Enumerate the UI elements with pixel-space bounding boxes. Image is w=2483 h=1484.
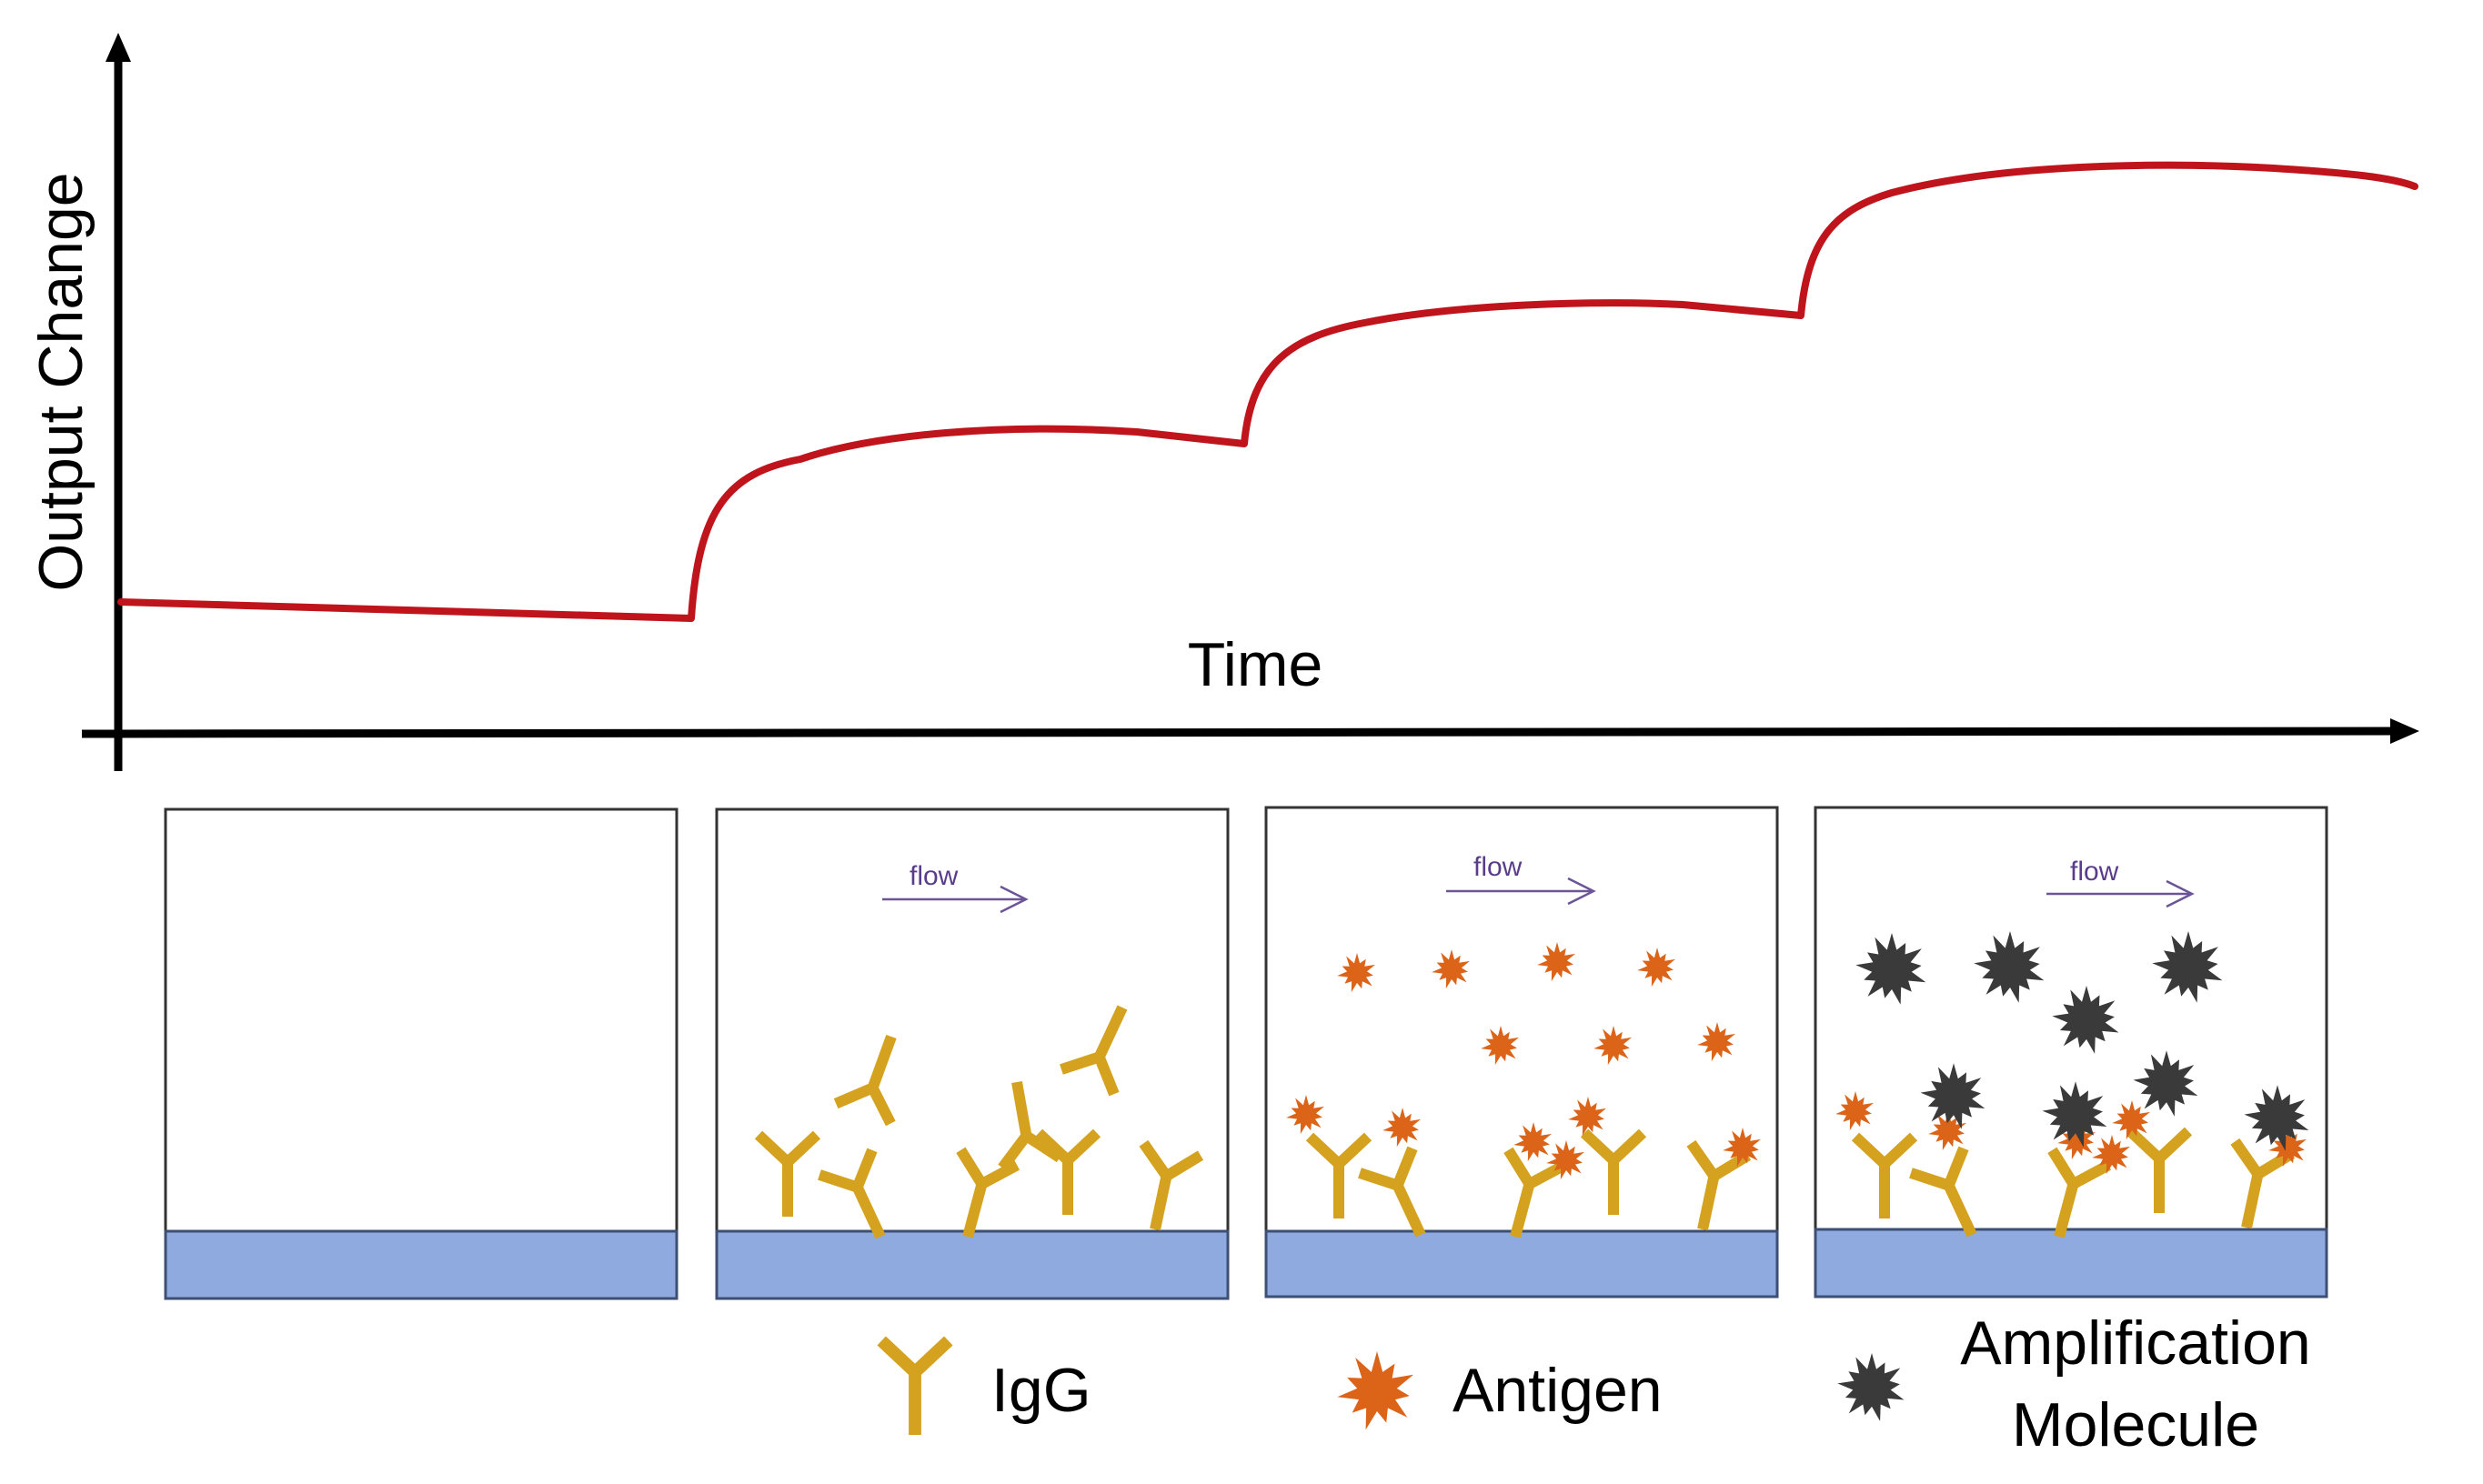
igg-antibody-icon [1139, 1139, 1204, 1231]
panel-4-antibodies [1851, 1127, 2296, 1238]
antigen-icon [1697, 1022, 1735, 1062]
panel-2-substrate [715, 1229, 1230, 1300]
antigen-icon [2092, 1135, 2130, 1175]
antigen-icon [1568, 1097, 1606, 1137]
panel-2: flow [715, 807, 1230, 1300]
axes: Time Output Change [26, 33, 2419, 771]
panel-3: flow [1264, 806, 1779, 1298]
amplification-molecule-icon [2152, 931, 2223, 1003]
legend-antigen-label: Antigen [1453, 1356, 1663, 1425]
x-axis [81, 727, 2395, 738]
antigen-icon [1337, 1351, 1413, 1430]
panel-1-frame [164, 807, 679, 1300]
igg-antibody-icon [2047, 1147, 2112, 1238]
antigen-icon [1835, 1091, 1874, 1131]
igg-antibody-icon [1034, 1128, 1101, 1215]
panel-4-substrate [1814, 1228, 2328, 1298]
antigen-icon [1637, 948, 1675, 988]
panel-2-antibodies [754, 1005, 1204, 1239]
panel-1 [164, 807, 679, 1300]
antigen-icon [1928, 1111, 1966, 1151]
antigen-icon [1337, 1351, 1413, 1430]
antigen-icon [1382, 1108, 1421, 1148]
panel-4: flow [1814, 806, 2328, 1298]
legend-amplification-line1: Amplification [1960, 1309, 2311, 1378]
flow-arrow-icon [1446, 877, 1596, 906]
amplification-molecule-icon [2042, 1081, 2107, 1148]
antigen-icon [2112, 1100, 2150, 1140]
flow-arrow-icon [2046, 879, 2195, 908]
igg-antibody-icon [956, 1147, 1020, 1238]
panel-3-substrate [1264, 1229, 1779, 1298]
antigen-icon [2057, 1120, 2096, 1160]
igg-antibody-icon [1060, 1005, 1128, 1097]
amplification-molecule-icon [2244, 1085, 2309, 1151]
amplification-molecule-icon [1837, 1353, 1905, 1421]
amplification-molecule-icon [1974, 931, 2045, 1003]
igg-antibody-icon [1358, 1146, 1426, 1238]
igg-antibody-icon [2126, 1127, 2193, 1213]
antigen-icon [1723, 1128, 1761, 1168]
response-curve [117, 161, 2418, 622]
panel-3-flow-label: flow [1473, 852, 1523, 882]
antigen-icon [1513, 1122, 1552, 1162]
legend-igg-label: IgG [991, 1356, 1091, 1425]
igg-antibody-icon [754, 1130, 821, 1217]
panel-3-antibodies [1305, 1128, 1752, 1238]
antigen-icon [1432, 949, 1470, 989]
antigen-icon [1481, 1026, 1519, 1066]
flow-arrow-icon [882, 885, 1029, 914]
igg-antibody-icon [818, 1148, 886, 1239]
antigen-icon [1546, 1140, 1584, 1180]
igg-antibody-icon [1851, 1132, 1918, 1218]
igg-antibody-icon [1305, 1132, 1372, 1218]
igg-antibody-icon [877, 1336, 953, 1435]
panel-3-antigens [1286, 942, 1761, 1180]
antigen-icon [1593, 1026, 1632, 1066]
legend-amplification-line2: Molecule [2012, 1390, 2259, 1459]
panel-4-antigens [1835, 1091, 2307, 1175]
igg-antibody-icon [1909, 1146, 1977, 1238]
amplification-molecule-icon [1920, 1063, 1985, 1129]
y-axis-label: Output Change [26, 172, 96, 591]
igg-antibody-icon [1686, 1139, 1752, 1231]
antigen-icon [1337, 953, 1375, 993]
x-axis-label: Time [1188, 630, 1323, 699]
panel-4-flow-label: flow [2070, 857, 2119, 887]
legend: IgG Antigen Amplification Molecule [877, 1309, 2311, 1459]
antigen-icon [1537, 942, 1575, 982]
amplification-molecule-icon [2133, 1050, 2198, 1117]
panel-4-amplification-molecules [1855, 931, 2309, 1151]
igg-antibody-icon [833, 1034, 897, 1127]
amplification-molecule-icon [2052, 986, 2119, 1054]
amplification-molecule-icon [1837, 1353, 1905, 1421]
antigen-icon [1286, 1095, 1324, 1135]
amplification-molecule-icon [1855, 933, 1926, 1005]
igg-antibody-icon [1580, 1128, 1647, 1215]
x-axis-arrowhead [2390, 718, 2419, 744]
igg-antibody-icon [877, 1336, 953, 1435]
y-axis-arrowhead [106, 33, 131, 62]
antigen-icon [2268, 1128, 2307, 1168]
panel-1-substrate [164, 1229, 679, 1300]
panel-2-flow-label: flow [910, 861, 959, 891]
panel-4-frame [1814, 806, 2328, 1298]
